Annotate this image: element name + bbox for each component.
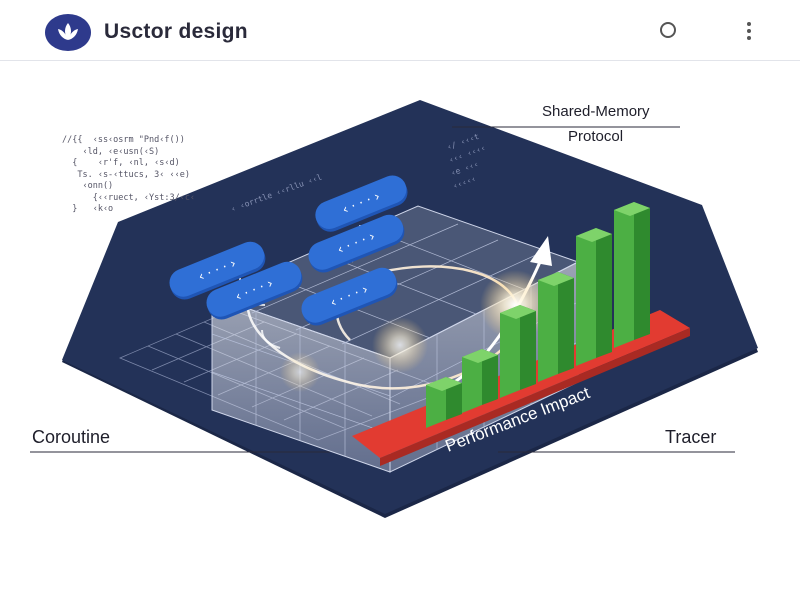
app-title: Usctor design (104, 20, 248, 43)
channel-pill: ‹ · · · › (315, 175, 408, 232)
architecture-diagram: ‹ · · · › ‹ · · · › ‹ · · · › ‹ · · · › (0, 60, 800, 600)
performance-bar (538, 272, 574, 382)
performance-bar (500, 305, 536, 398)
shared-memory-label: Shared-Memory (542, 103, 650, 120)
performance-bar (614, 202, 650, 348)
more-vertical-icon[interactable] (740, 20, 758, 44)
coroutine-label: Coroutine (32, 427, 111, 447)
coroutine-channels: ‹ · · · › ‹ · · · › ‹ · · · › ‹ · · · › (169, 175, 408, 326)
arrow-head-icon (530, 236, 552, 266)
circle-icon[interactable] (660, 22, 676, 38)
performance-bar (576, 228, 612, 366)
lotus-icon (58, 23, 78, 40)
performance-bar (462, 349, 498, 413)
channel-pill: ‹ · · · › (301, 267, 398, 326)
app-logo (45, 14, 91, 51)
channel-pill: ‹ · · · › (308, 214, 405, 273)
impact-band-edge (380, 328, 690, 466)
diagram-canvas: ‹ · · · › ‹ · · · › ‹ · · · › ‹ · · · › (30, 100, 758, 518)
protocol-label: Protocol (568, 128, 624, 145)
code-snippet-left: //{{ ‹ss‹osrm "Pnd‹f()) ‹ld, ‹e‹usn(‹S) … (62, 135, 196, 214)
app-header: Usctor design (0, 0, 800, 61)
channel-pill: ‹ · · · › (206, 261, 303, 320)
performance-bar (426, 377, 462, 428)
performance-bars (426, 202, 650, 428)
tracer-label: Tracer (665, 427, 717, 447)
channel-pill: ‹ · · · › (169, 241, 266, 300)
